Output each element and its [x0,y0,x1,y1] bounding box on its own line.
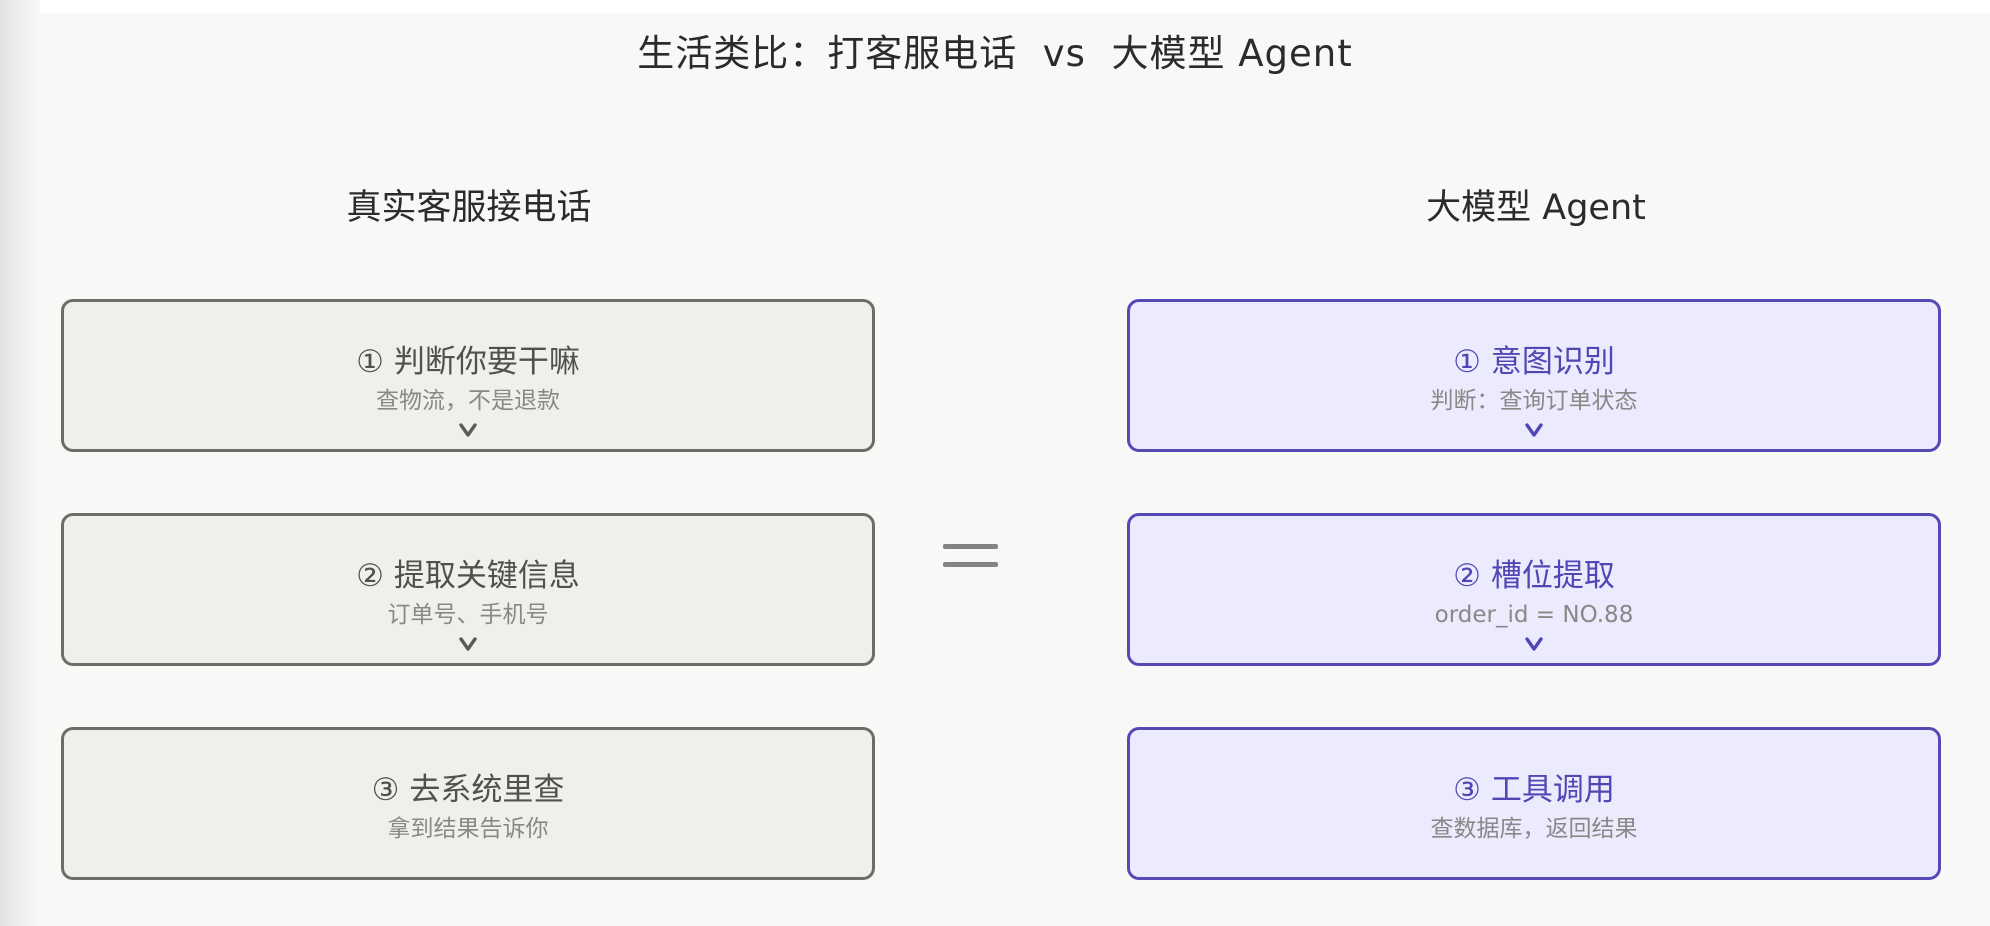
chevron-down-icon [459,423,477,437]
left-step-2-box: ② 提取关键信息 订单号、手机号 [61,513,875,666]
right-step-1-detail: 判断：查询订单状态 [1430,388,1638,414]
chevron-down-icon [1525,423,1543,437]
left-step-2-detail: 订单号、手机号 [387,602,549,628]
left-step-1-label: ① 判断你要干嘛 [356,344,580,380]
left-step-3-label: ③ 去系统里查 [371,772,565,808]
equals-icon-top-bar [943,544,998,549]
top-strip [0,0,1990,13]
chevron-down-icon [1525,637,1543,651]
left-step-1-box: ① 判断你要干嘛 查物流，不是退款 [61,299,875,452]
diagram-title: 生活类比：打客服电话 vs 大模型 Agent [0,26,1990,82]
chevron-down-icon [459,637,477,651]
left-edge-shadow [0,0,40,926]
right-step-1-box: ① 意图识别 判断：查询订单状态 [1127,299,1941,452]
right-step-2-detail: order_id = NO.88 [1434,602,1634,628]
left-step-3-detail: 拿到结果告诉你 [387,816,549,842]
right-step-2-box: ② 槽位提取 order_id = NO.88 [1127,513,1941,666]
right-column-heading: 大模型 Agent [1426,188,1646,228]
left-step-2-label: ② 提取关键信息 [356,558,580,594]
left-step-1-detail: 查物流，不是退款 [376,388,560,414]
title-vs: vs [1042,32,1086,75]
left-step-3-box: ③ 去系统里查 拿到结果告诉你 [61,727,875,880]
equals-icon-bottom-bar [943,562,998,567]
title-part-1: 生活类比：打客服电话 [637,32,1018,75]
right-step-3-label: ③ 工具调用 [1453,772,1615,808]
title-part-2: 大模型 Agent [1111,32,1353,75]
left-column-heading: 真实客服接电话 [346,188,592,228]
right-step-3-detail: 查数据库，返回结果 [1430,816,1638,842]
right-step-2-label: ② 槽位提取 [1453,558,1615,594]
right-step-1-label: ① 意图识别 [1453,344,1615,380]
right-step-3-box: ③ 工具调用 查数据库，返回结果 [1127,727,1941,880]
